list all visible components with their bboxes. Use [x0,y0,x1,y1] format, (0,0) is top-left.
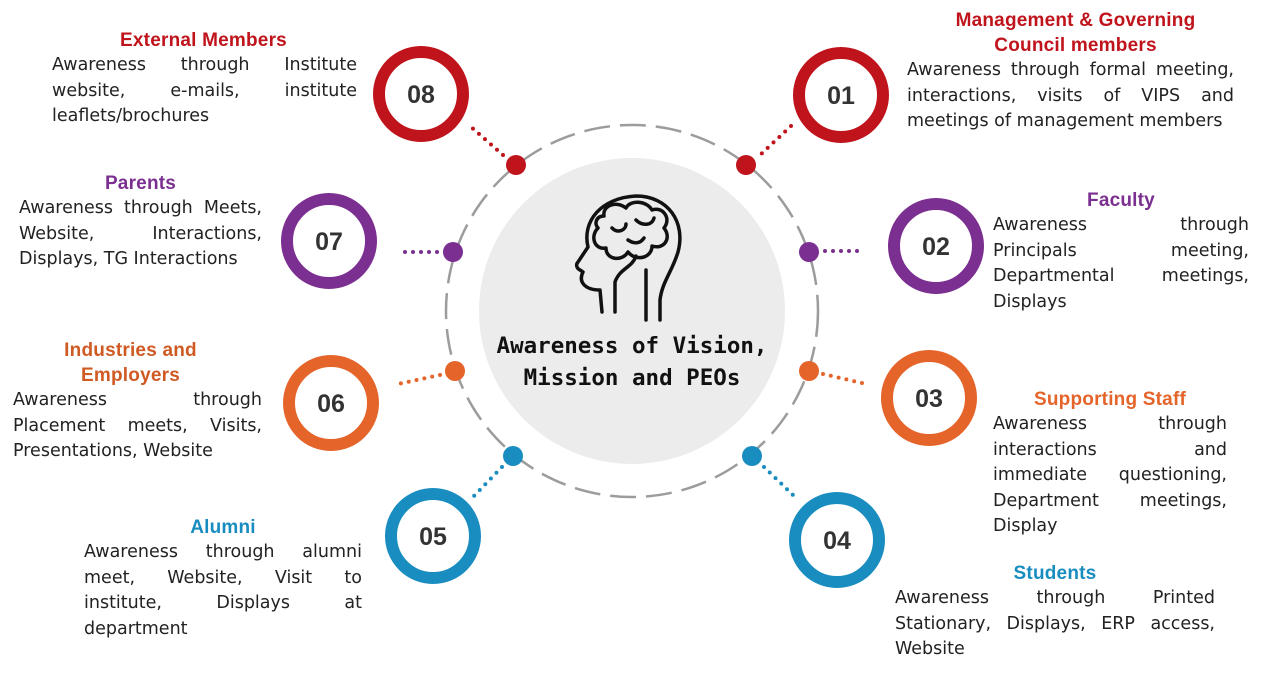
center-circle [479,158,785,464]
stakeholder-description: Awareness through Placement meets, Visit… [13,390,262,461]
stakeholder-04: Students Awareness through Printed Stati… [895,561,1215,663]
connector-dot [799,361,819,381]
ring-02: 02 [888,198,984,294]
center-title: Awareness of Vision, Mission and PEOs [496,333,768,391]
ring-number: 06 [317,390,345,418]
ring-number: 08 [407,81,435,109]
stakeholder-title: Industries and Employers [64,340,197,386]
connector-dot [445,361,465,381]
connector-06 [396,361,465,386]
stakeholder-description: Awareness through alumni meet, Website, … [84,542,362,639]
stakeholder-title: Parents [104,173,177,194]
stakeholder-description: Awareness through formal meeting, intera… [907,60,1234,131]
ring-03: 03 [881,350,977,446]
ring-number: 03 [915,385,943,413]
stakeholder-description: Awareness through interactions and immed… [993,414,1227,536]
stakeholder-description: Awareness through Printed Stationary, Di… [895,588,1215,659]
connector-dot [506,155,526,175]
connector-04 [742,446,796,498]
ring-number: 01 [827,82,855,110]
ring-08: 08 [373,46,469,142]
brain-head-icon [574,194,682,322]
stakeholder-title: External Members [120,30,287,51]
stakeholder-05: Alumni Awareness through alumni meet, We… [84,515,362,642]
stakeholder-01: Management & Governing Council members A… [907,8,1234,135]
connector-dot [799,242,819,262]
stakeholder-description: Awareness through Principals meeting, De… [993,215,1249,312]
connector-07 [396,242,463,262]
ring-07: 07 [281,193,377,289]
ring-number: 04 [823,527,851,555]
stakeholder-03: Supporting Staff Awareness through inter… [993,387,1227,540]
ring-01: 01 [793,47,889,143]
ring-number: 07 [315,228,343,256]
stakeholder-title: Alumni [190,517,256,538]
ring-number: 05 [419,523,447,551]
connector-dot [503,446,523,466]
ring-04: 04 [789,492,885,588]
stakeholder-08: External Members Awareness through Insti… [52,28,357,130]
ring-05: 05 [385,488,481,584]
ring-06: 06 [283,355,379,451]
connector-02 [799,242,864,262]
stakeholder-title: Faculty [1087,190,1155,211]
stakeholder-description: Awareness through Meets, Website, Intera… [19,198,262,269]
stakeholder-title: Students [1013,563,1097,584]
connector-03 [799,361,868,386]
connector-dot [736,155,756,175]
ring-number: 02 [922,233,950,261]
connector-08 [468,124,526,175]
stakeholder-02: Faculty Awareness through Principals mee… [993,188,1249,315]
dashed-ring [444,123,820,499]
stakeholder-title: Supporting Staff [1033,389,1186,410]
stakeholder-07: Parents Awareness through Meets, Website… [19,171,262,273]
connector-01 [736,124,793,175]
stakeholder-06: Industries and Employers Awareness throu… [13,338,262,465]
connector-dot [742,446,762,466]
connector-05 [472,446,523,498]
connector-dot [443,242,463,262]
stakeholder-description: Awareness through Institute website, e-m… [52,55,357,126]
stakeholder-title: Management & Governing Council members [955,10,1196,56]
